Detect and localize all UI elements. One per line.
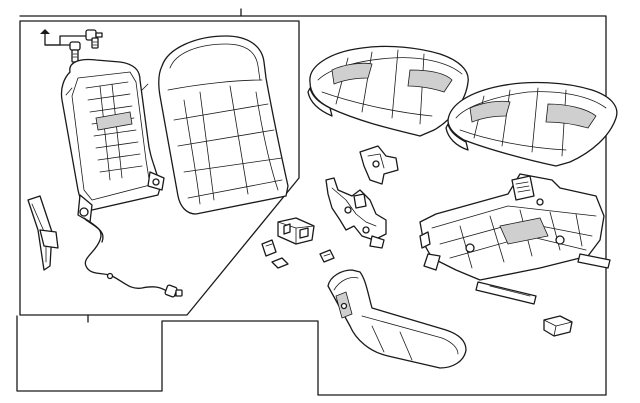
recliner-bracket bbox=[359, 145, 399, 185]
diagram-border bbox=[16, 8, 607, 396]
bolt-icon bbox=[69, 41, 81, 63]
bolt-icon bbox=[85, 29, 103, 49]
seatback-cushion bbox=[158, 35, 289, 215]
seatback-frame bbox=[60, 58, 165, 223]
seat-cushion-pad bbox=[307, 45, 469, 137]
armrest-trim bbox=[327, 269, 467, 369]
side-shield bbox=[27, 195, 59, 271]
wire-harness bbox=[83, 217, 183, 298]
switch-assembly bbox=[277, 217, 315, 245]
end-cap bbox=[543, 315, 573, 337]
clip-icon bbox=[319, 249, 335, 263]
clip-icon bbox=[271, 257, 289, 269]
clip-icon bbox=[261, 239, 277, 257]
seat-cushion-cover bbox=[445, 81, 618, 167]
side-bracket bbox=[325, 177, 387, 249]
seat-track-frame bbox=[419, 173, 611, 305]
small-clips bbox=[261, 239, 335, 269]
frame-bolts bbox=[40, 29, 103, 63]
